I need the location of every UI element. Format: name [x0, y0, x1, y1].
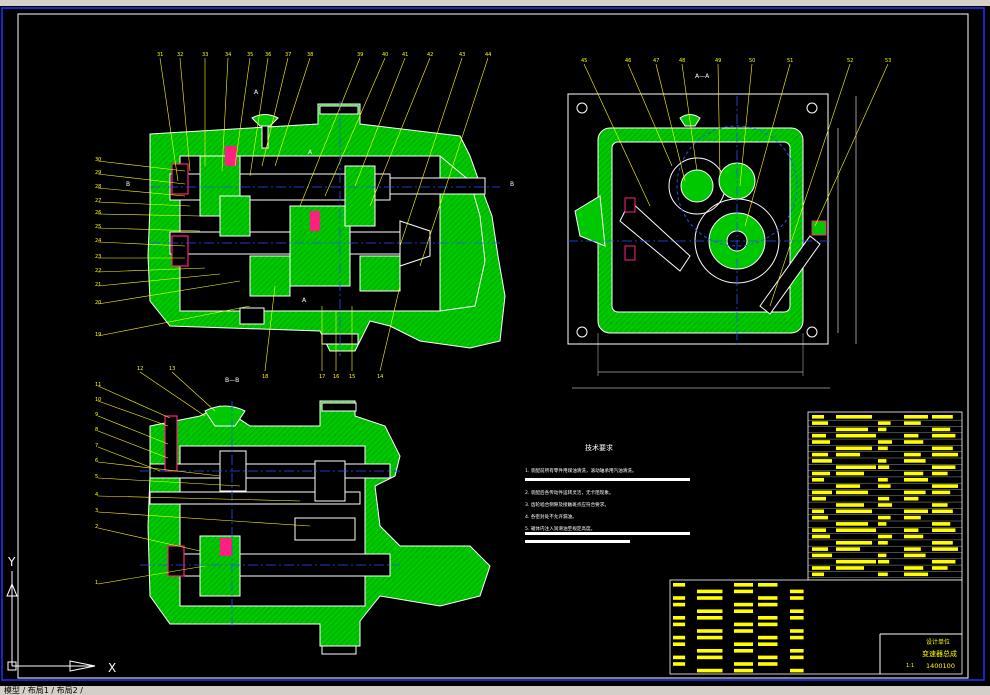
aa-view-callout-lines: [583, 63, 889, 307]
title-block-scale: 1:1: [906, 663, 914, 669]
callout-bottom-16: 16: [333, 374, 339, 380]
callout-right-46: 46: [625, 58, 631, 64]
callout-left-26: 26: [95, 210, 101, 216]
callout-top-35: 35: [247, 52, 253, 58]
label-section-bb: B—B: [225, 377, 239, 384]
callout-lower-8: 8: [95, 427, 98, 433]
callout-top-34: 34: [225, 52, 231, 58]
title-block-school: 设计单位: [926, 638, 950, 646]
callout-top-41: 41: [402, 52, 408, 58]
callout-lower-5: 5: [95, 474, 98, 480]
callout-right-49: 49: [715, 58, 721, 64]
callout-lower-2: 2: [95, 524, 98, 530]
callout-left-27: 27: [95, 198, 101, 204]
callout-lower-7: 7: [95, 443, 98, 449]
bb-view-callout-lines: [97, 371, 311, 585]
bom-table: 设计单位 变速器总成 1:1 1400100: [669, 411, 963, 675]
callout-lower-13: 13: [169, 366, 175, 372]
callout-top-40: 40: [382, 52, 388, 58]
callout-left-25: 25: [95, 224, 101, 230]
callout-right-53: 53: [885, 58, 891, 64]
callout-left-29: 29: [95, 170, 101, 176]
top-toolbar-strip: [0, 0, 990, 6]
view-marker-a-top: A: [254, 89, 259, 96]
callout-left-28: 28: [95, 184, 101, 190]
callout-bottom-15: 15: [349, 374, 355, 380]
callout-left-21: 21: [95, 282, 101, 288]
ucs-y-label: Y: [7, 555, 16, 569]
view-marker-b-left: B: [126, 181, 130, 188]
callout-right-51: 51: [787, 58, 793, 64]
callout-lower-10: 10: [95, 397, 101, 403]
callout-top-32: 32: [177, 52, 183, 58]
callout-lower-1: 1: [95, 580, 98, 586]
tech-note-4: 4. 各密封处不允许漏油。: [525, 513, 577, 520]
technical-requirements: 技术要求 1. 装配前所有零件用煤油清洗，滚动轴承用汽油清洗。 2. 装配后各传…: [525, 443, 690, 543]
callout-left-23: 23: [95, 254, 101, 260]
callout-top-42: 42: [427, 52, 433, 58]
view-marker-a-bottom: A: [302, 297, 307, 304]
section-bb-view: [140, 400, 491, 655]
callout-right-50: 50: [749, 58, 755, 64]
callout-right-45: 45: [581, 58, 587, 64]
callout-top-44: 44: [485, 52, 491, 58]
callout-top-37: 37: [285, 52, 291, 58]
callout-bottom-18: 18: [262, 374, 268, 380]
layout-tabs-bar[interactable]: 模型 / 布局1 / 布局2 /: [0, 686, 990, 695]
callout-lower-3: 3: [95, 508, 98, 514]
callout-left-19: 19: [95, 332, 101, 338]
outer-frame: [1, 7, 985, 681]
callout-right-52: 52: [847, 58, 853, 64]
callout-lower-9: 9: [95, 412, 98, 418]
section-aa-view: [567, 93, 857, 389]
tech-note-3: 3. 齿轮啮合侧隙及接触斑点应符合要求。: [525, 501, 609, 508]
callout-lower-6: 6: [95, 458, 98, 464]
callout-top-43: 43: [459, 52, 465, 58]
callout-lower-12: 12: [137, 366, 143, 372]
callout-top-36: 36: [265, 52, 271, 58]
tech-note-5: 5. 箱体内注入润滑油至规定高度。: [525, 525, 595, 532]
callout-top-33: 33: [202, 52, 208, 58]
callout-left-30: 30: [95, 157, 101, 163]
tech-note-1: 1. 装配前所有零件用煤油清洗，滚动轴承用汽油清洗。: [525, 467, 637, 474]
label-section-aa: A—A: [695, 73, 710, 80]
tech-title: 技术要求: [585, 443, 613, 452]
callout-left-22: 22: [95, 268, 101, 274]
callout-right-48: 48: [679, 58, 685, 64]
callout-top-31: 31: [157, 52, 163, 58]
callout-left-24: 24: [95, 238, 101, 244]
callout-right-47: 47: [653, 58, 659, 64]
title-block-drawing-no: 1400100: [926, 662, 955, 670]
callout-lower-11: 11: [95, 382, 101, 388]
main-section-view: [147, 101, 506, 356]
view-marker-b-right: B: [510, 181, 514, 188]
ucs-icon: [6, 571, 96, 672]
view-marker-a-mid: A: [308, 149, 313, 156]
layout-tabs-text[interactable]: 模型 / 布局1 / 布局2 /: [4, 686, 83, 695]
main-view-callout-lines: [97, 57, 489, 372]
callout-top-39: 39: [357, 52, 363, 58]
ucs-x-label: X: [108, 661, 116, 675]
tech-note-2: 2. 装配后各传动件运转灵活，无卡阻现象。: [525, 489, 614, 496]
callout-lower-4: 4: [95, 492, 98, 498]
title-block-name: 变速器总成: [922, 649, 957, 658]
callout-bottom-14: 14: [377, 374, 383, 380]
callout-left-20: 20: [95, 300, 101, 306]
callout-top-38: 38: [307, 52, 313, 58]
cad-drawing-canvas[interactable]: 技术要求 1. 装配前所有零件用煤油清洗，滚动轴承用汽油清洗。 2. 装配后各传…: [0, 6, 990, 686]
callout-bottom-17: 17: [319, 374, 325, 380]
inner-frame: [17, 13, 969, 679]
